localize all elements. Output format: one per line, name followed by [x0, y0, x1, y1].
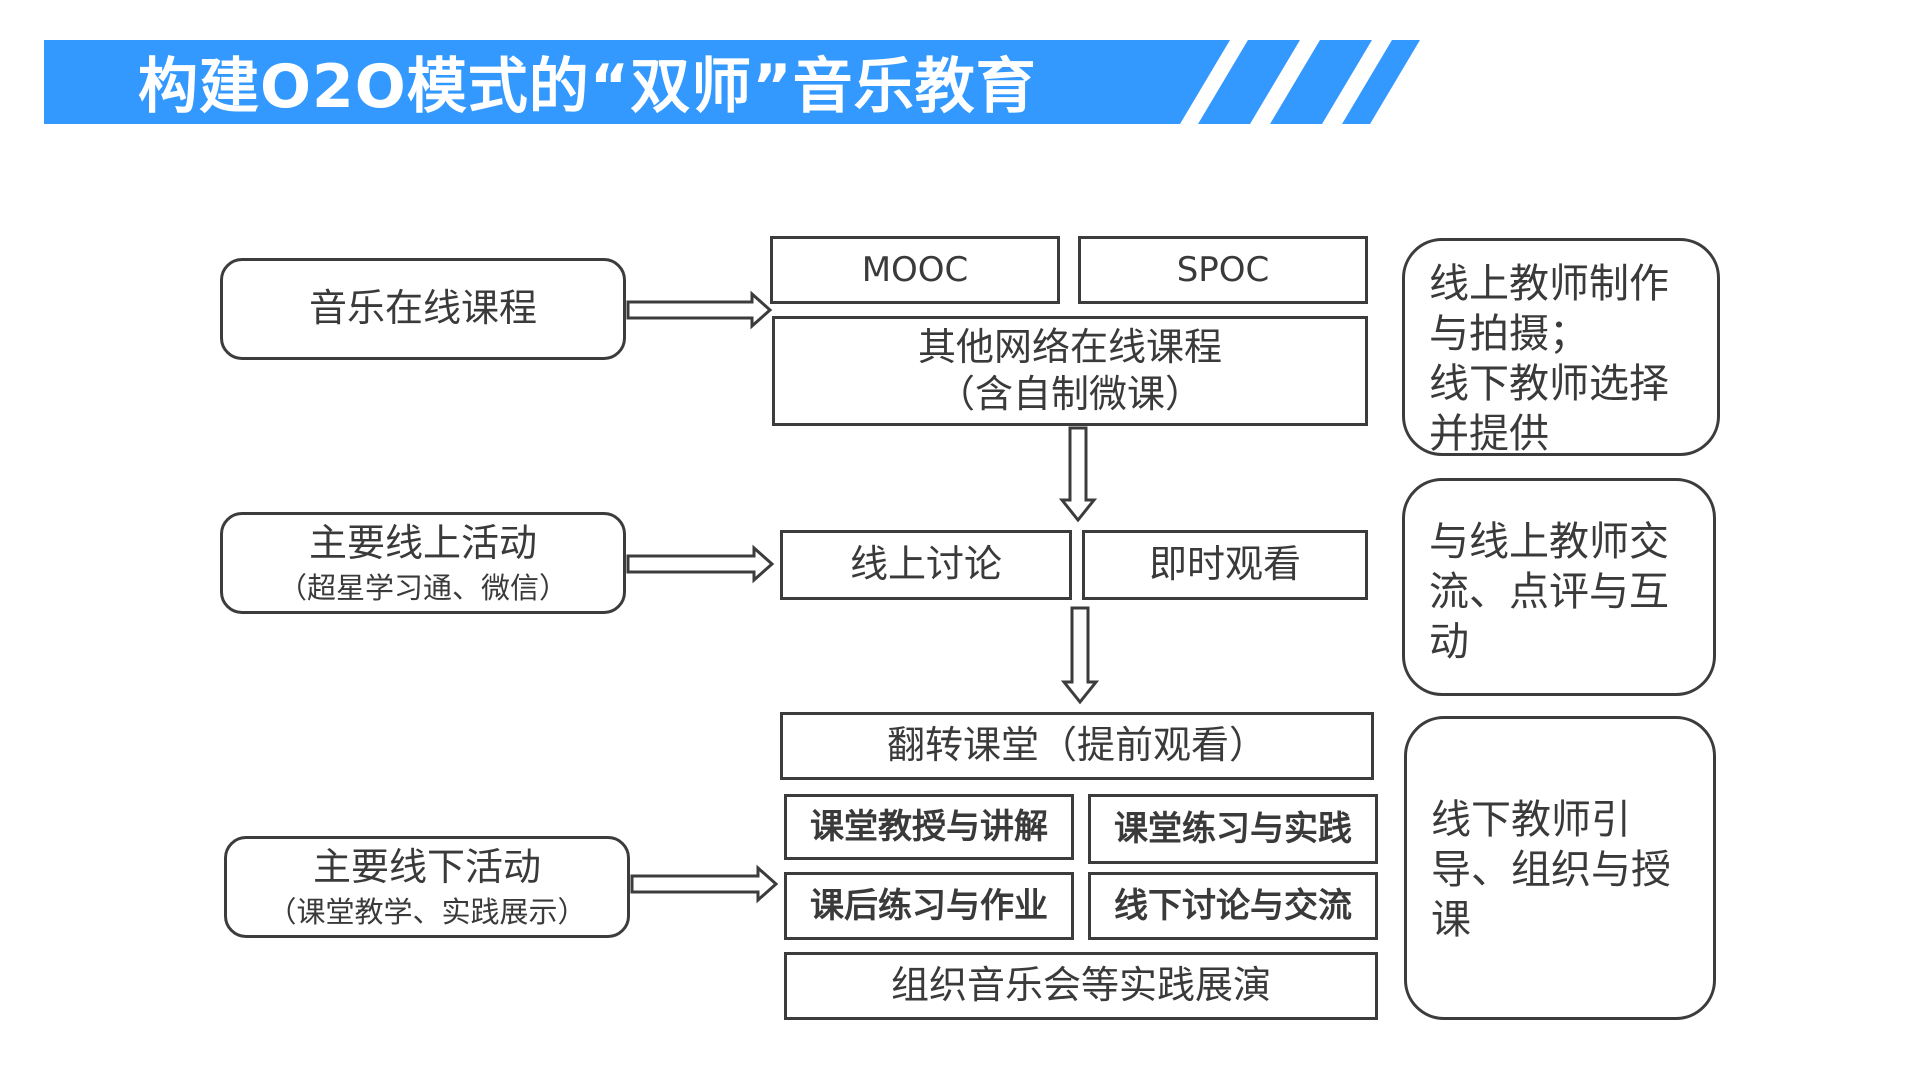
- note1-line: 与拍摄；: [1429, 311, 1589, 357]
- arrow-right-1: [626, 290, 773, 330]
- online-discussion-box: 线上讨论: [780, 530, 1072, 600]
- class-practice-label: 课堂练习与实践: [1114, 808, 1352, 849]
- mooc-box: MOOC: [770, 236, 1060, 304]
- class-teaching-label: 课堂教授与讲解: [810, 806, 1048, 847]
- flipped-classroom-box: 翻转课堂（提前观看）: [780, 712, 1374, 780]
- note-online-teacher: 线上教师制作 与拍摄； 线下教师选择 并提供: [1402, 238, 1720, 457]
- online-courses-label: 音乐在线课程: [308, 286, 537, 331]
- banner-bar: [44, 40, 1230, 124]
- note1-line: 线上教师制作: [1429, 261, 1669, 307]
- offline-discussion-box: 线下讨论与交流: [1088, 872, 1378, 940]
- offline-activities-title: 主要线下活动: [312, 845, 541, 890]
- flipped-classroom-label: 翻转课堂（提前观看）: [886, 723, 1267, 768]
- instant-viewing-label: 即时观看: [1148, 542, 1301, 587]
- note-offline-teacher: 线下教师引 导、组织与授 课: [1404, 716, 1716, 1020]
- note-interaction: 与线上教师交 流、点评与互 动: [1402, 478, 1716, 696]
- offline-activities-box: 主要线下活动 （课堂教学、实践展示）: [224, 836, 630, 938]
- online-activities-sub: （超星学习通、微信）: [277, 570, 568, 605]
- arrow-right-2: [626, 544, 775, 584]
- banner-stripe-3: [1342, 40, 1420, 124]
- mooc-label: MOOC: [861, 249, 969, 290]
- class-practice-box: 课堂练习与实践: [1088, 794, 1378, 864]
- note3-line: 导、组织与授: [1431, 847, 1671, 893]
- offline-activities-sub: （课堂教学、实践展示）: [267, 894, 587, 929]
- homework-box: 课后练习与作业: [784, 872, 1074, 940]
- banner-stripe-1: [1198, 40, 1300, 124]
- homework-label: 课后练习与作业: [810, 885, 1048, 926]
- online-discussion-label: 线上讨论: [849, 542, 1002, 587]
- online-activities-box: 主要线上活动 （超星学习通、微信）: [220, 512, 626, 614]
- spoc-label: SPOC: [1176, 249, 1270, 290]
- offline-discussion-label: 线下讨论与交流: [1114, 885, 1352, 926]
- note2-line: 流、点评与互: [1429, 569, 1669, 615]
- online-activities-title: 主要线上活动: [308, 521, 537, 566]
- other-courses-line1: 其他网络在线课程: [917, 324, 1222, 369]
- arrow-right-3: [630, 864, 779, 904]
- note3-line: 课: [1431, 897, 1471, 943]
- header-banner: [44, 40, 1420, 124]
- banner-stripe-2: [1270, 40, 1372, 124]
- class-teaching-box: 课堂教授与讲解: [784, 794, 1074, 860]
- page-title: 构建O2O模式的“双师”音乐教育: [138, 52, 1037, 122]
- note1-line: 线下教师选择: [1429, 361, 1669, 407]
- note3-line: 线下教师引: [1431, 797, 1631, 843]
- note1-line: 并提供: [1429, 411, 1549, 457]
- arrow-down-1: [1058, 426, 1098, 523]
- other-courses-box: 其他网络在线课程 （含自制微课）: [772, 316, 1368, 426]
- note2-line: 动: [1429, 619, 1469, 665]
- concerts-label: 组织音乐会等实践展演: [890, 963, 1271, 1008]
- spoc-box: SPOC: [1078, 236, 1368, 304]
- instant-viewing-box: 即时观看: [1082, 530, 1368, 600]
- other-courses-line2: （含自制微课）: [936, 372, 1203, 416]
- note2-line: 与线上教师交: [1429, 519, 1669, 565]
- concerts-box: 组织音乐会等实践展演: [784, 952, 1378, 1020]
- arrow-down-2: [1060, 606, 1100, 705]
- online-courses-box: 音乐在线课程: [220, 258, 626, 360]
